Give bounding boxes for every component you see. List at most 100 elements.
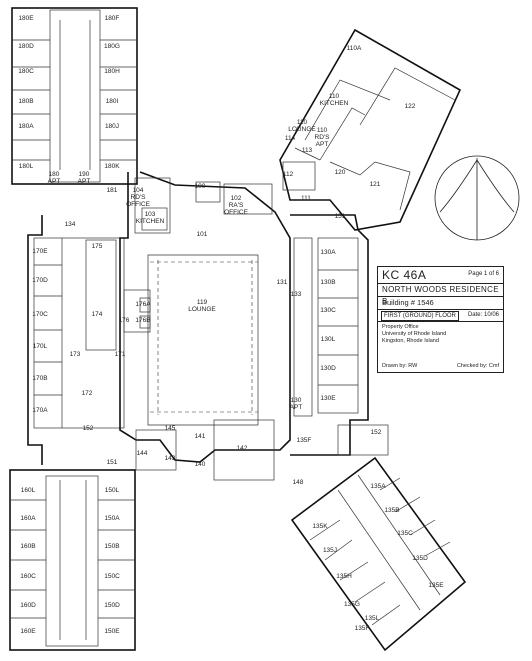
room-label-180I: 180I [106, 98, 119, 105]
office-block: Property Office University of Rhode Isla… [378, 322, 503, 345]
room-label-170D: 170D [32, 277, 48, 284]
north-arrow-icon [434, 155, 520, 241]
room-label-135K: 135K [312, 523, 328, 530]
room-label-135D: 135D [412, 555, 428, 562]
room-label-134: 134 [65, 221, 76, 228]
room-label-120: 120 [335, 169, 346, 176]
drawn-by: Drawn by: RW [382, 363, 418, 369]
room-label-141: 141 [195, 433, 206, 440]
room-label-175: 175 [92, 243, 103, 250]
page-number: Page 1 of 6 [468, 271, 499, 277]
room-label-180F: 180F [105, 15, 120, 22]
room-label-150E: 150E [104, 628, 120, 635]
room-label-151: 151 [335, 213, 346, 220]
room-label-160D: 160D [20, 602, 36, 609]
wing-northwest [11, 7, 138, 185]
room-label-170L: 170L [33, 343, 48, 350]
room-label-170B: 170B [32, 375, 47, 382]
room-label-180C: 180C [18, 68, 34, 75]
room-label-130C: 130C [320, 307, 336, 314]
room-label-130A: 130A [320, 249, 336, 256]
room-label-133: 133 [291, 291, 302, 298]
checked-by: Checked by: Cmf [456, 363, 499, 369]
room-label-160C: 160C [20, 573, 36, 580]
room-label-160E: 160E [20, 628, 36, 635]
building-name: NORTH WOODS RESIDENCE B [378, 284, 503, 306]
room-label-130E: 130E [320, 395, 336, 402]
room-label-135F2: 135F [355, 625, 370, 632]
room-label-135G: 135G [344, 601, 360, 608]
room-label-130L: 130L [321, 336, 336, 343]
office-line: Kingston, Rhode Island [382, 338, 439, 344]
wing-west [27, 215, 125, 465]
room-label-170A: 170A [32, 407, 48, 414]
room-label-144: 144 [137, 450, 148, 457]
room-label-176A: 176A [135, 301, 151, 308]
office-line: University of Rhode Island [382, 331, 447, 337]
title-block-header: KC 46A Page 1 of 6 [378, 267, 503, 284]
room-label-135L: 135L [365, 615, 380, 622]
room-label-172: 172 [82, 390, 93, 397]
room-label-142: 142 [237, 445, 248, 452]
room-label-130D: 130D [320, 365, 336, 372]
room-label-170E: 170E [32, 248, 48, 255]
floor-row: FIRST (GROUND) FLOOR Date: 10/06 [378, 310, 503, 322]
room-label-113: 113 [302, 147, 313, 154]
room-label-112: 112 [283, 171, 294, 178]
room-label-135B: 135B [384, 507, 399, 514]
room-label-135F: 135F [297, 437, 312, 444]
wing-southwest [9, 469, 136, 651]
room-label-101: 101 [197, 231, 208, 238]
title-block: KC 46A Page 1 of 6 NORTH WOODS RESIDENCE… [377, 266, 504, 373]
room-label-130B: 130B [320, 279, 335, 286]
floor-label: FIRST (GROUND) FLOOR [381, 311, 459, 321]
room-label-100: 100 [195, 183, 206, 190]
room-label-180B: 180B [18, 98, 33, 105]
room-label-180J: 180J [105, 123, 119, 130]
room-label-121: 121 [370, 181, 381, 188]
wing-northeast [279, 28, 462, 231]
drawing-date: Date: 10/06 [467, 312, 499, 318]
room-label-140: 140 [195, 461, 206, 468]
room-label-135A: 135A [370, 483, 386, 490]
room-label-135J: 135J [323, 547, 337, 554]
room-label-150D: 150D [104, 602, 120, 609]
room-label-180K: 180K [104, 163, 120, 170]
room-label-111: 111 [301, 195, 311, 202]
room-label-180E: 180E [18, 15, 34, 22]
room-label-174: 174 [92, 311, 103, 318]
central-core [119, 171, 291, 481]
building-number: Building # 1546 [378, 297, 503, 310]
room-label-152: 152 [83, 425, 94, 432]
room-label-150L: 150L [105, 487, 120, 494]
room-label-171: 171 [115, 351, 126, 358]
room-label-180H: 180H [104, 68, 120, 75]
room-label-152b: 152 [371, 429, 382, 436]
room-label-151b: 151 [107, 459, 118, 466]
room-label-176B: 176B [135, 317, 150, 324]
room-label-148: 148 [293, 479, 304, 486]
wing-southeast [290, 456, 467, 652]
room-label-180G: 180G [104, 43, 120, 50]
room-label-150B: 150B [104, 543, 119, 550]
room-label-135H: 135H [336, 573, 352, 580]
room-label-160L: 160L [21, 487, 36, 494]
room-label-160A: 160A [20, 515, 36, 522]
room-label-180L: 180L [19, 163, 34, 170]
room-label-173: 173 [70, 351, 81, 358]
room-label-170C: 170C [32, 311, 48, 318]
signature-row: Drawn by: RW Checked by: Cmf [382, 363, 499, 369]
room-label-160B: 160B [20, 543, 35, 550]
wing-east [290, 214, 389, 456]
room-label-131: 131 [277, 279, 288, 286]
room-label-176: 176 [119, 317, 130, 324]
